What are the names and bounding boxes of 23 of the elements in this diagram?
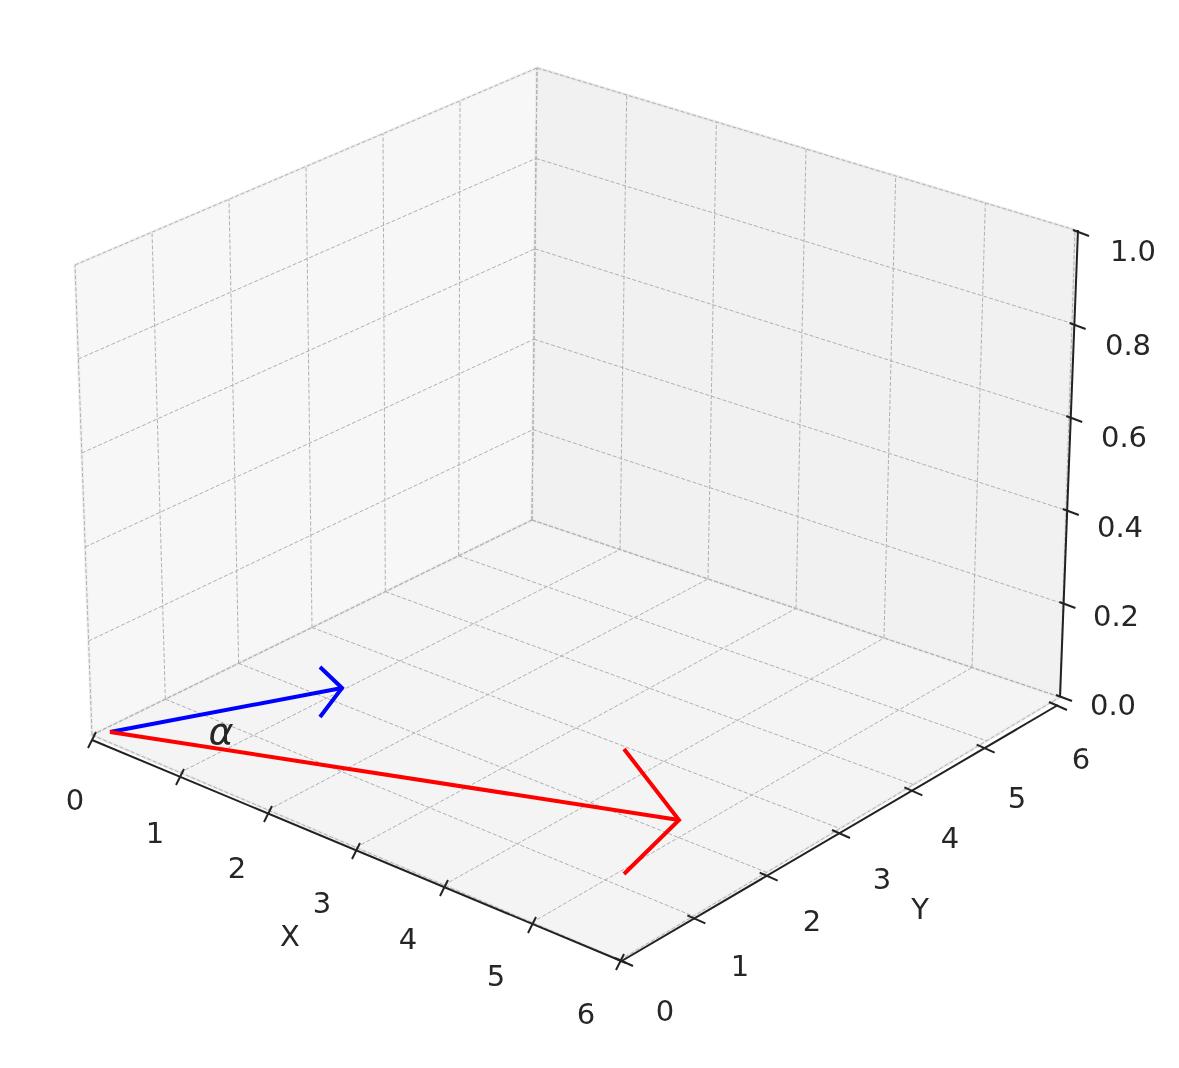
- tick-label: 5: [486, 958, 506, 996]
- tick-label: 3: [872, 861, 892, 899]
- tick-label: 2: [227, 850, 247, 888]
- tick-label: 0.0: [1089, 687, 1137, 725]
- tick-label: 6: [576, 996, 596, 1034]
- tick-label: 4: [940, 820, 960, 858]
- tick-label: 5: [1007, 780, 1027, 818]
- tick-label: 4: [398, 921, 418, 959]
- tick-label: 0: [65, 782, 85, 820]
- tick-label: 3: [312, 885, 332, 923]
- tick-label: 1.0: [1109, 233, 1157, 271]
- tick-label: 0.4: [1096, 509, 1144, 547]
- tick-label: 0.6: [1100, 419, 1148, 457]
- tick-label: 1: [730, 948, 750, 986]
- tick-label: 6: [1071, 741, 1091, 779]
- axis-label: X: [280, 918, 300, 956]
- tick-label: 0: [655, 993, 675, 1031]
- angle-label: α: [208, 707, 234, 755]
- tick-label: 2: [802, 903, 822, 941]
- tick-label: 1: [145, 815, 165, 853]
- tick-label: 0.2: [1092, 598, 1140, 636]
- axis-label: Y: [911, 891, 929, 929]
- tick-label: 0.8: [1104, 327, 1152, 365]
